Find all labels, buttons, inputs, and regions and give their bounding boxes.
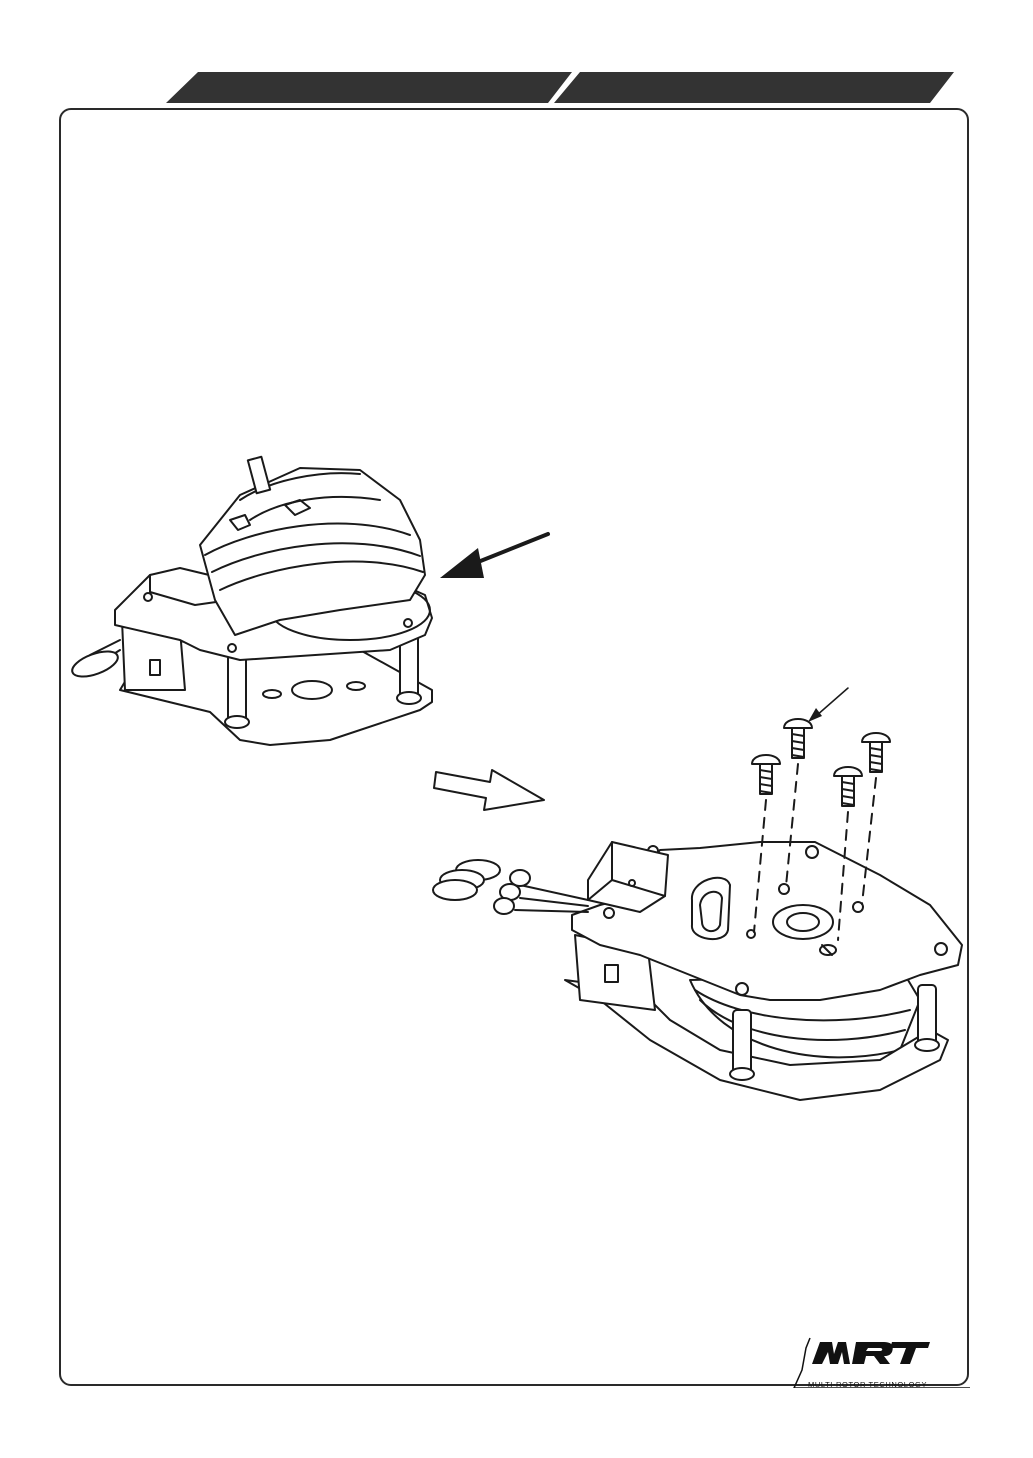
logo-tagline: MULTI-ROTOR TECHNOLOGY xyxy=(808,1380,927,1389)
callout-arrow-icon xyxy=(808,688,848,722)
arrow-insert-icon xyxy=(440,534,548,578)
motor-mount-assembly-step1 xyxy=(69,457,432,745)
motor-mount-assembly-step2 xyxy=(433,842,962,1100)
hollow-arrow-right-icon xyxy=(434,770,544,810)
